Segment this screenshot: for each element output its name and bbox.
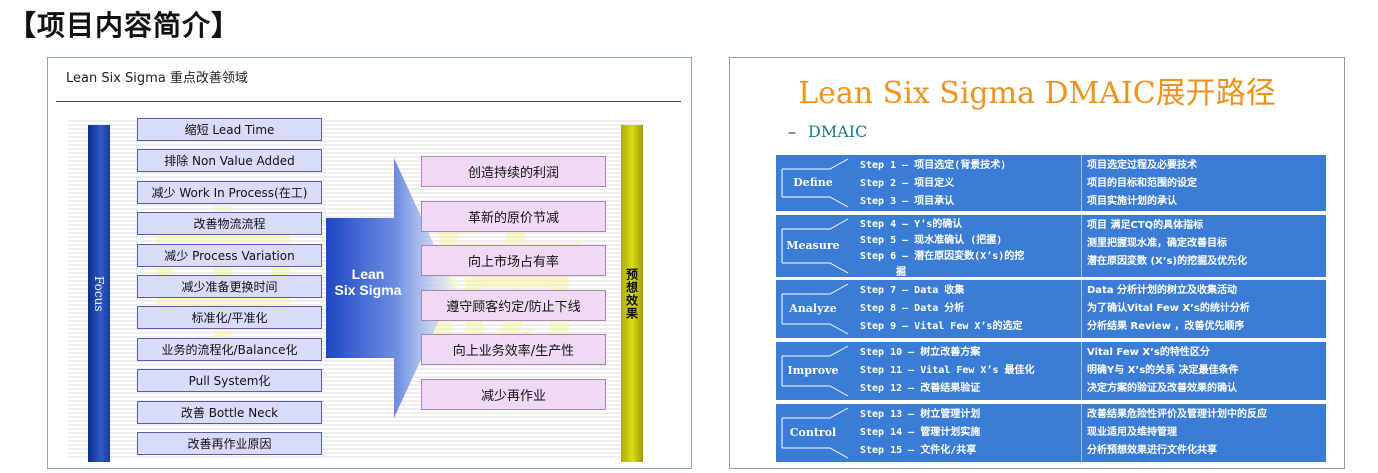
focus-item: 改善 Bottle Neck [137, 400, 322, 424]
phase-bracket-arrow-icon [781, 158, 849, 208]
phase-steps: Step 10 – 树立改善方案 Step 11 – Vital Few X’s … [860, 344, 1080, 398]
dmaic-title: Lean Six Sigma DMAIC展开路径 [798, 76, 1276, 111]
effect-item: 创造持续的利润 [421, 156, 606, 187]
description-item: Vital Few X’s的特性区分 [1087, 347, 1210, 358]
phase-bracket-arrow-icon [781, 407, 849, 459]
phase-divider [1081, 404, 1082, 462]
description-item: 分析预想效果进行文件化共享 [1087, 445, 1217, 456]
description-item: 明确Y与 X’s的关系 决定最佳条件 [1087, 365, 1239, 376]
step-item: Step 14 – 管理计划实施 [860, 427, 981, 438]
focus-item: 改善物流流程 [137, 212, 322, 236]
phase-steps: Step 7 – Data 收集 Step 8 – Data 分析 Step 9 –… [860, 282, 1080, 336]
phase-steps: Step 1 – 项目选定(背景技术) Step 2 – 项目定义 Step 3 –… [860, 157, 1080, 211]
page-title: 【项目内容简介】 [8, 9, 241, 42]
phase-name: Control [789, 426, 837, 439]
dmaic-subtitle: –DMAIC [788, 122, 868, 141]
phase-descriptions: 项目 满足CTQ的具体指标测里把握现水准，确定改善目标潜在原因変数 (X’s)的… [1087, 217, 1327, 271]
lean-six-sigma-focus-panel: Lean Six Sigma 重点改善领域 中 质 Focus 缩短 Lead … [47, 57, 692, 469]
focus-item: 排除 Non Value Added [137, 149, 322, 173]
phase-name: Analyze [789, 302, 837, 315]
phase-steps: Step 13 – 树立管理计划 Step 14 – 管理计划实施 Step 15 … [860, 406, 1080, 460]
focus-item: 减少准备更换时间 [137, 275, 322, 298]
phase-descriptions: Data 分析计划的树立及收集活动为了确认Vital Few X’s的统计分析分… [1087, 282, 1327, 336]
description-item: Data 分析计划的树立及收集活动 [1087, 285, 1238, 296]
step-item: Step 6 – 潜在原因変数(X’s)的挖 [860, 251, 1025, 262]
phase-divider [1081, 342, 1082, 400]
phase-descriptions: 改善结果危险性评价及管理计划中的反应现业适用及维持管理分析预想效果进行文件化共享 [1087, 406, 1327, 460]
divider [56, 101, 681, 102]
focus-item: Pull System化 [137, 369, 322, 393]
dmaic-phase-measure: Measure Step 4 – Y’s的确认 Step 5 – 现水准确认 (把握… [776, 215, 1327, 278]
step-item: Step 7 – Data 收集 [860, 285, 965, 296]
phase-name: Measure [786, 239, 840, 252]
expected-effect-label: 预想效果 [624, 267, 639, 320]
focus-item: 标准化/平准化 [137, 306, 322, 330]
phase-bracket-arrow-icon [781, 345, 849, 397]
description-item: 项目实施计划的承认 [1087, 196, 1177, 207]
effect-item: 向上市场占有率 [421, 245, 606, 277]
step-item: Step 10 – 树立改善方案 [860, 347, 981, 358]
phase-descriptions: 项目选定过程及必要技术项目的目标和范围的设定项目实施计划的承认 [1087, 157, 1327, 211]
step-item: Step 5 – 现水准确认 (把握) [860, 235, 1003, 246]
description-item: 为了确认Vital Few X’s的统计分析 [1087, 303, 1250, 314]
arrow-label: Lean Six Sigma [334, 266, 402, 298]
phase-divider [1081, 280, 1082, 338]
focus-item: 减少 Process Variation [137, 243, 322, 267]
focus-item: 改善再作业原因 [137, 432, 322, 455]
step-item: Step 13 – 树立管理计划 [860, 409, 981, 420]
phase-name: Improve [787, 364, 839, 377]
focus-item: 缩短 Lead Time [137, 118, 322, 141]
effect-item: 革新的原价节减 [421, 200, 606, 232]
step-item: Step 9 – Vital Few X’s的选定 [860, 321, 1023, 332]
description-item: 改善结果危险性评价及管理计划中的反应 [1087, 409, 1267, 420]
focus-item: 业务的流程化/Balance化 [137, 337, 322, 361]
description-item: 项目选定过程及必要技术 [1087, 160, 1197, 171]
step-item: Step 11 – Vital Few X’s 最佳化 [860, 365, 1035, 376]
step-item: Step 3 – 项目承认 [860, 196, 955, 207]
description-item: 项目的目标和范围的设定 [1087, 178, 1197, 189]
description-item: 潜在原因変数 (X’s)的挖掘及优先化 [1087, 256, 1248, 267]
description-item: 决定方案的验证及改善效果的确认 [1087, 383, 1237, 394]
phase-divider [1081, 155, 1082, 211]
step-item: Step 12 – 改善结果验证 [860, 383, 981, 394]
phase-steps: Step 4 – Y’s的确认 Step 5 – 现水准确认 (把握) Step 6… [860, 217, 1080, 281]
expected-effect-bar [621, 125, 643, 462]
description-item: 项目 满足CTQ的具体指标 [1087, 220, 1204, 231]
description-item: 分析结果 Review ，改善优先顺序 [1087, 321, 1245, 332]
focus-label: Focus [92, 275, 106, 312]
effect-item: 向上业务效率/生产性 [421, 334, 606, 366]
step-item: Step 2 – 项目定义 [860, 178, 955, 189]
step-item: Step 15 – 文件化/共享 [860, 445, 977, 456]
focus-bar [88, 125, 110, 462]
dmaic-phase-improve: Improve Step 10 – 树立改善方案 Step 11 – Vital F… [776, 342, 1326, 400]
step-item: 掘 [896, 267, 906, 278]
phase-divider [1081, 215, 1082, 277]
effect-item: 遵守顾客约定/防止下线 [421, 289, 606, 321]
description-item: 现业适用及维持管理 [1087, 427, 1177, 438]
step-item: Step 1 – 项目选定(背景技术) [860, 160, 1007, 171]
phase-descriptions: Vital Few X’s的特性区分明确Y与 X’s的关系 决定最佳条件决定方案… [1087, 344, 1327, 398]
panel-heading: Lean Six Sigma 重点改善领域 [66, 71, 248, 86]
phase-bracket-arrow-icon [781, 218, 849, 274]
step-item: Step 4 – Y’s的确认 [860, 219, 963, 230]
step-item: Step 8 – Data 分析 [860, 303, 965, 314]
phase-bracket-arrow-icon [781, 283, 849, 335]
focus-item: 减少 Work In Process(在工) [137, 180, 322, 204]
description-item: 测里把握现水准，确定改善目标 [1087, 238, 1227, 249]
effect-item: 减少再作业 [421, 379, 606, 410]
phase-name: Define [793, 176, 833, 189]
